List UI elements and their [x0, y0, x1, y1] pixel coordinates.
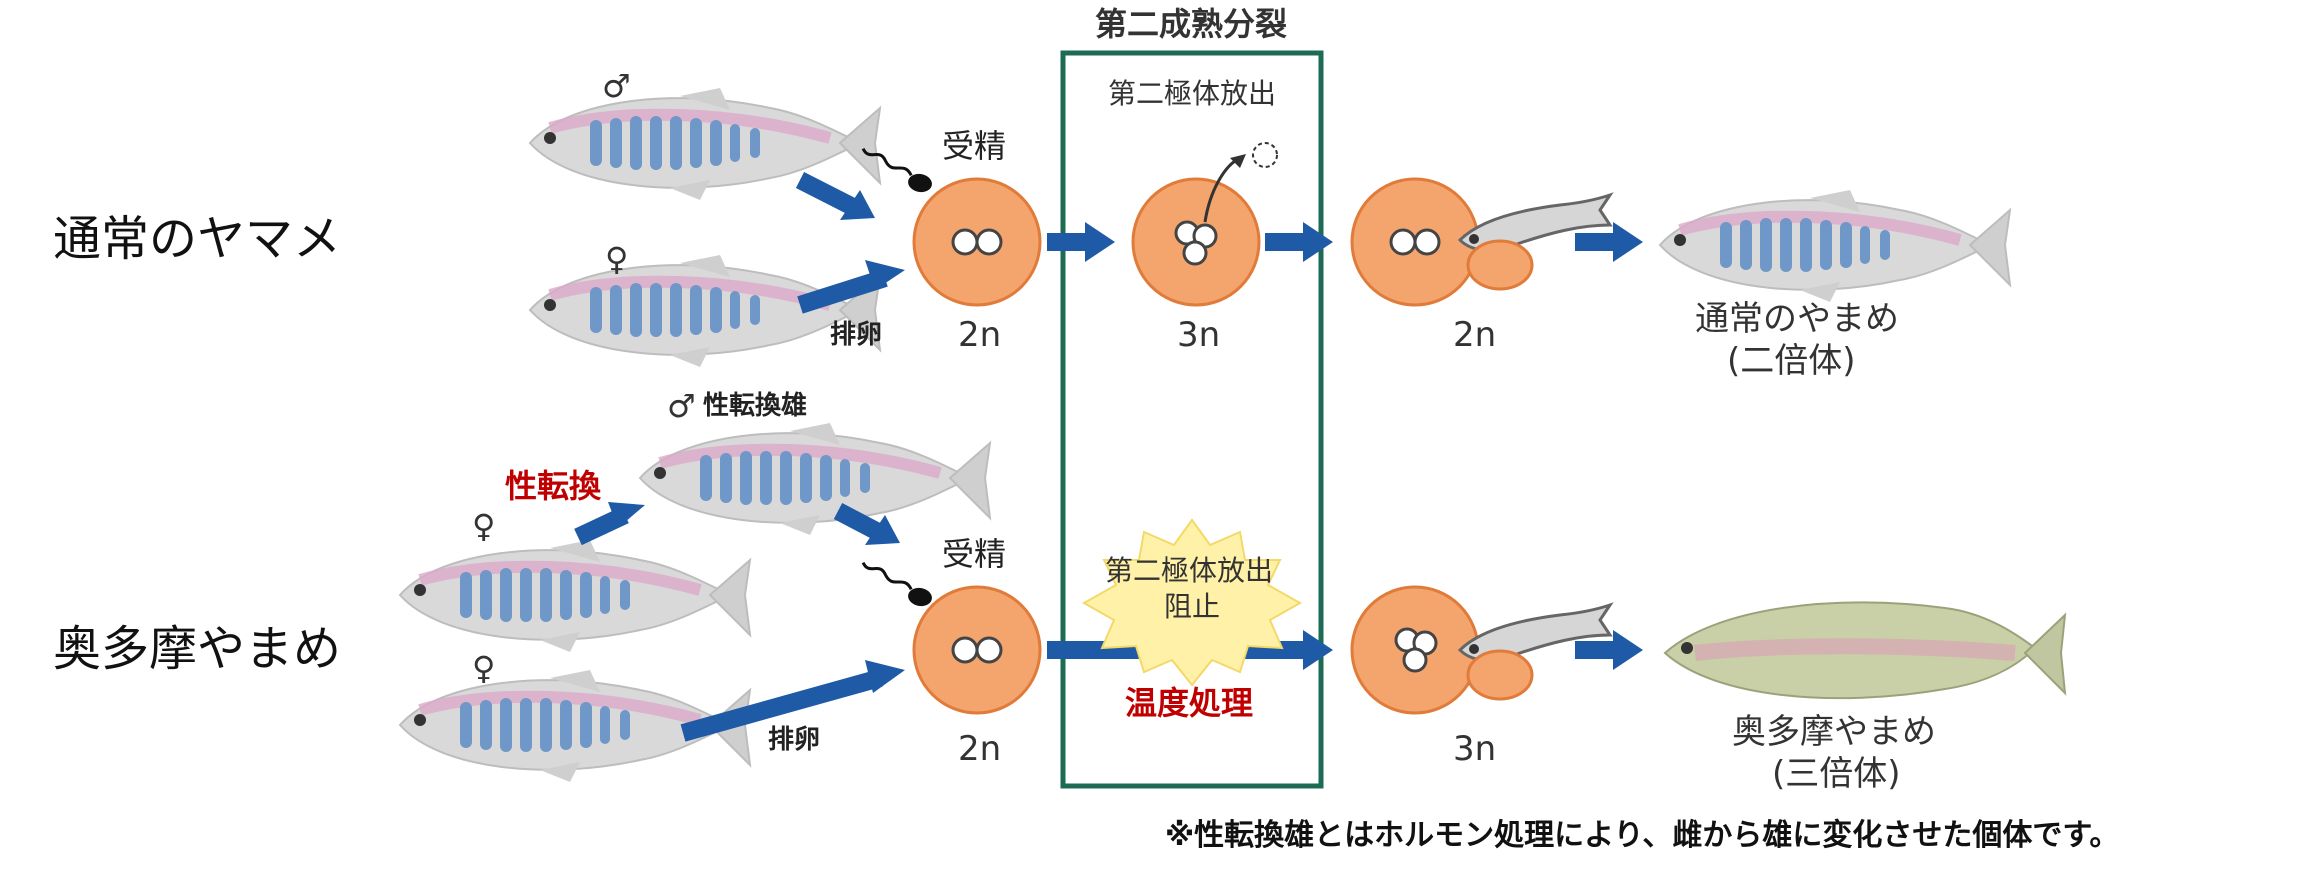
ovulation-label: 排卵: [768, 725, 821, 755]
ploidy-label: 2n: [958, 729, 1002, 769]
ploidy-label: 3n: [1177, 315, 1221, 355]
fertilization-label: 受精: [942, 535, 1007, 573]
row-title-normal: 通常のヤマメ: [53, 211, 342, 267]
female-symbol: ♀: [472, 507, 496, 545]
ovulation-label: 排卵: [830, 320, 883, 350]
temperature-treatment-label: 温度処理: [1125, 684, 1254, 722]
male-symbol: ♂: [667, 387, 696, 425]
ploidy-label: 2n: [1453, 315, 1497, 355]
footnote: ※性転換雄とはホルモン処理により、雌から雄に変化させた個体です。: [1165, 818, 2120, 853]
sex-reversal-label: 性転換: [505, 467, 602, 505]
result-normal-line2: (二倍体): [1727, 341, 1856, 381]
female-symbol: ♀: [472, 649, 496, 687]
box-title: 第二成熟分裂: [1095, 5, 1288, 43]
fertilization-label: 受精: [942, 127, 1007, 165]
polar-body-release-label: 第二極体放出: [1108, 77, 1277, 110]
result-normal-line1: 通常のやまめ: [1695, 299, 1899, 339]
ploidy-label: 2n: [958, 315, 1002, 355]
polar-body-block-label-line2: 阻止: [1164, 590, 1221, 623]
row-title-okutama: 奥多摩やまめ: [53, 621, 342, 677]
result-okutama-line2: (三倍体): [1772, 754, 1901, 794]
ploidy-label: 3n: [1453, 729, 1497, 769]
sex-reversed-male-label: 性転換雄: [703, 391, 808, 421]
result-okutama-line1: 奥多摩やまめ: [1732, 712, 1936, 752]
female-symbol: ♀: [605, 240, 629, 278]
polar-body-block-label-line1: 第二極体放出: [1105, 554, 1274, 587]
male-symbol: ♂: [602, 67, 631, 105]
